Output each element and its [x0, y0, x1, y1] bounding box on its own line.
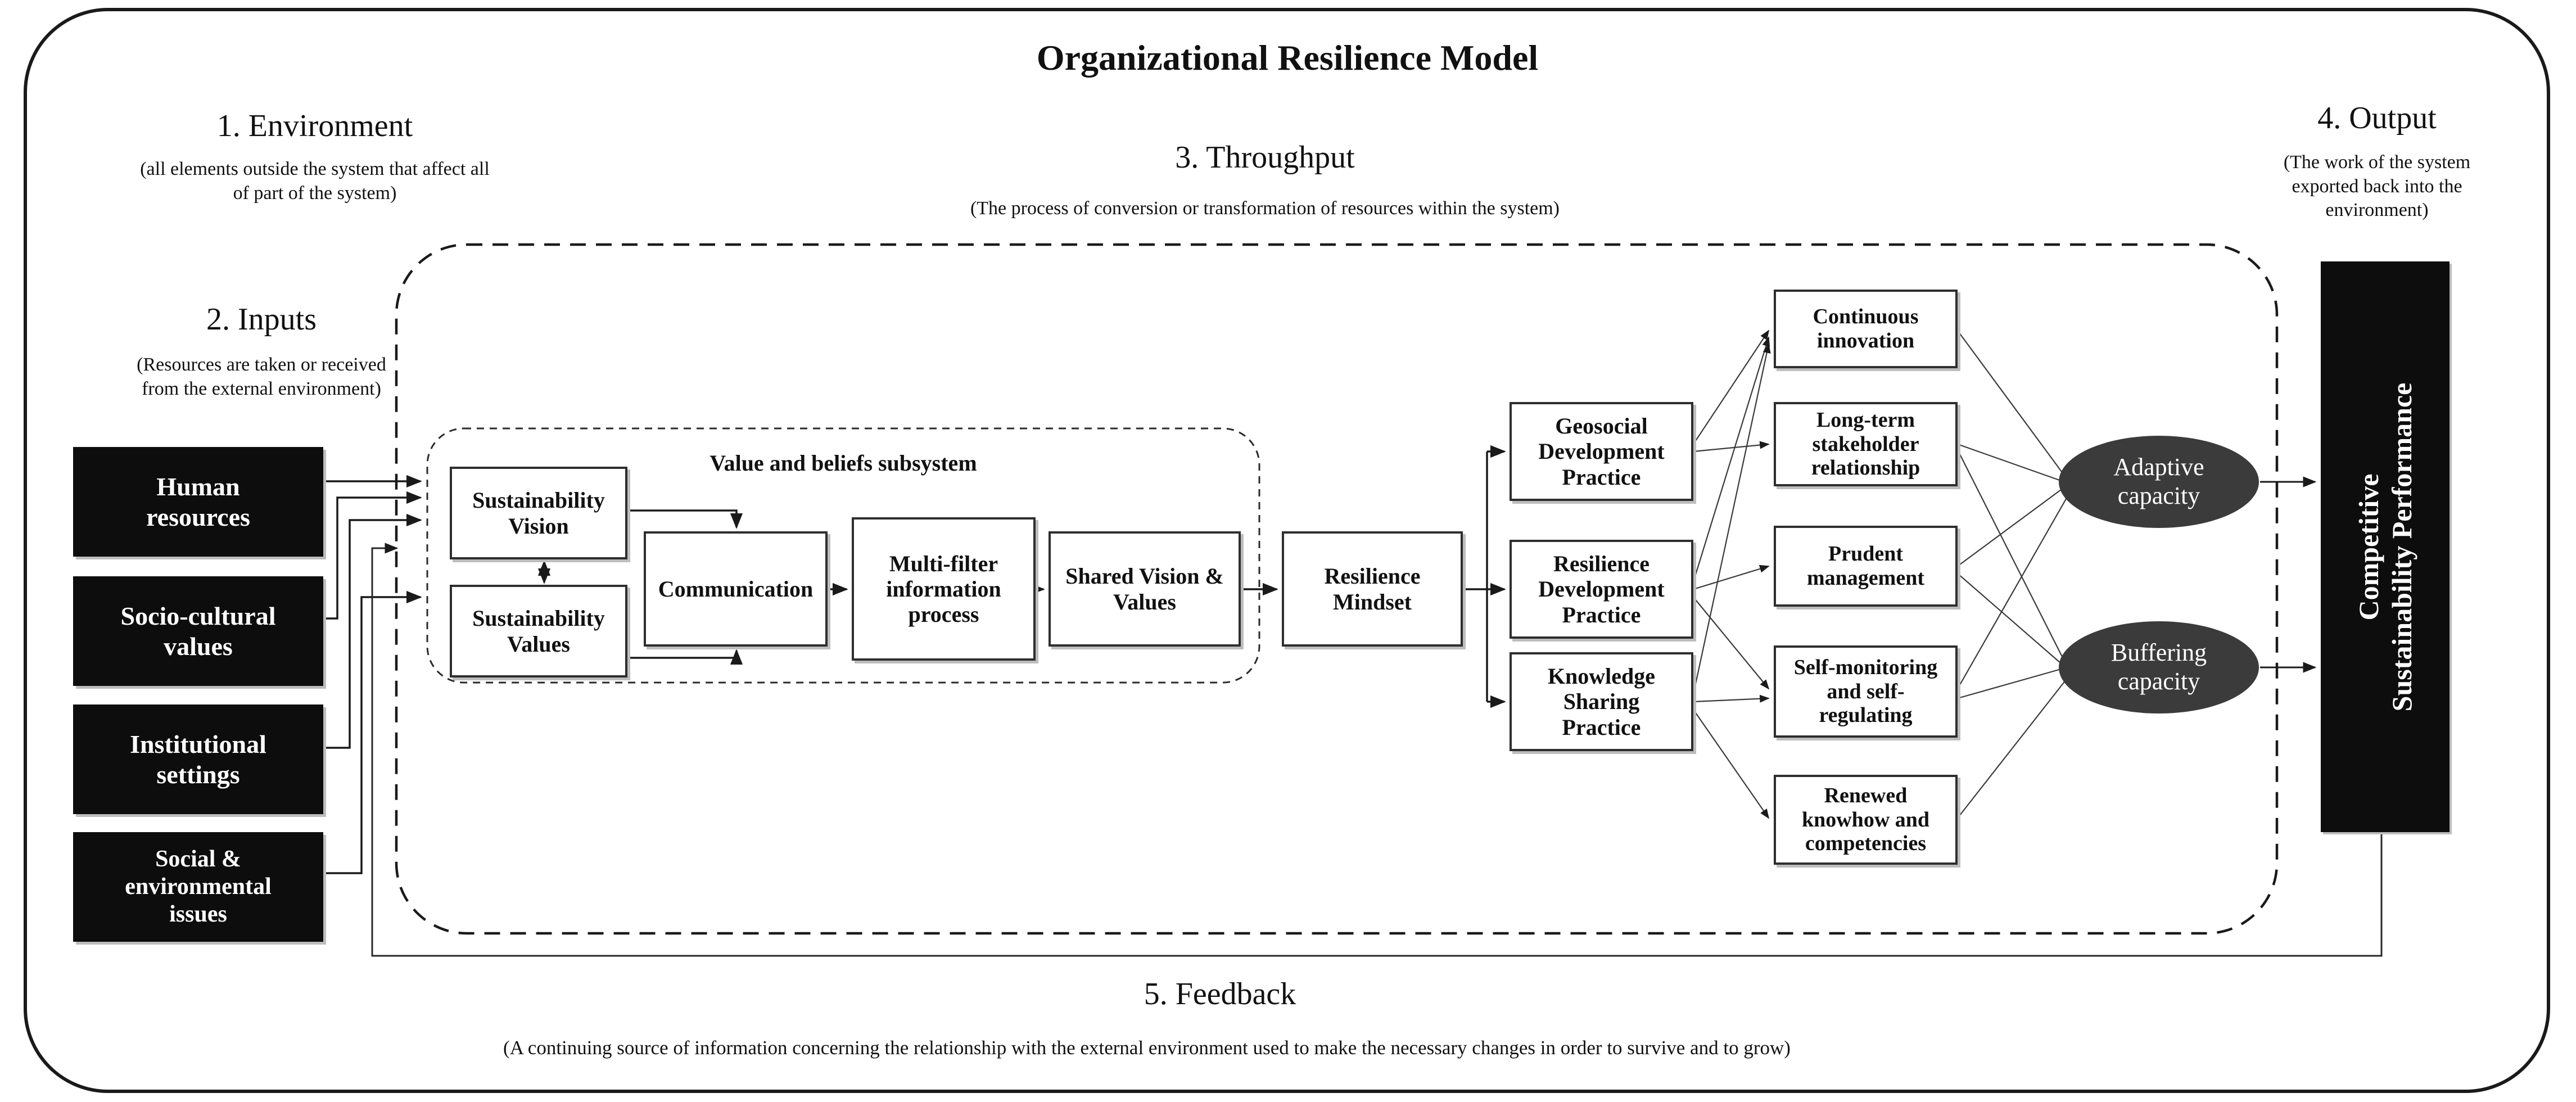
inputs-description: (Resources are taken or received from th… — [137, 354, 386, 399]
input-box-label: Socio-cultural values — [120, 602, 276, 661]
throughput-boundary — [395, 243, 2279, 935]
node-continuous-innovation: Continuous innovation — [1774, 290, 1958, 368]
inputs-heading: 2. Inputs — [206, 302, 317, 337]
input-arrows — [323, 475, 422, 874]
node-multi-filter-information-process: Multi-filter information process — [852, 517, 1036, 661]
node-resilience-mindset: Resilience Mindset — [1282, 531, 1463, 647]
input-box-institutional-settings: Institutional settings — [73, 704, 323, 814]
feedback-loop-line — [371, 543, 2383, 957]
practice-outcome-links — [1692, 329, 1771, 819]
throughput-heading: 3. Throughput — [1175, 140, 1355, 175]
output-description: (The work of the system exported back in… — [2283, 152, 2471, 220]
node-long-term-stakeholder-relationship: Long-term stakeholder relationship — [1774, 402, 1958, 486]
node-self-monitoring-self-regulating: Self-monitoring and self-regulating — [1774, 645, 1958, 738]
input-box-socio-cultural-values: Socio-cultural values — [73, 576, 323, 686]
environment-heading: 1. Environment — [216, 109, 413, 143]
output-heading: 4. Output — [2317, 101, 2437, 136]
node-sustainability-vision: Sustainability Vision — [450, 467, 627, 559]
node-prudent-management: Prudent management — [1774, 526, 1958, 607]
input-box-social-environmental-issues: Social & environmental issues — [73, 832, 323, 942]
throughput-description: (The process of conversion or transforma… — [970, 198, 1560, 219]
feedback-description: (A continuing source of information conc… — [503, 1037, 1791, 1059]
subsystem-label: Value and beliefs subsystem — [709, 450, 977, 476]
outer-rounded-border — [24, 8, 2550, 1093]
node-shared-vision-values: Shared Vision & Values — [1049, 531, 1241, 647]
environment-description: (all elements outside the system that af… — [140, 159, 490, 204]
capacity-output-arrows — [2260, 476, 2317, 673]
node-competitive-sustainability-performance: Competitive Sustainability Performance — [2321, 261, 2450, 832]
input-box-human-resources: Human resources — [73, 447, 323, 557]
node-knowledge-sharing-practice: Knowledge Sharing Practice — [1510, 652, 1693, 751]
value-beliefs-subsystem-boundary — [426, 427, 1260, 684]
output-box-label: Competitive Sustainability Performance — [2352, 382, 2417, 711]
node-adaptive-capacity: Adaptive capacity — [2059, 436, 2259, 528]
main-chain-arrows — [1241, 445, 1506, 708]
figure-title: Organizational Resilience Model — [1036, 38, 1539, 78]
subsystem-arrows — [537, 509, 1045, 665]
input-box-label: Social & environmental issues — [125, 846, 272, 927]
outcome-capacity-links — [1957, 330, 2068, 819]
node-communication: Communication — [644, 531, 828, 647]
node-resilience-development-practice: Resilience Development Practice — [1510, 540, 1693, 639]
node-renewed-knowhow-competencies: Renewed knowhow and competencies — [1774, 775, 1958, 865]
node-geosocial-development-practice: Geosocial Development Practice — [1510, 402, 1693, 501]
feedback-heading: 5. Feedback — [1144, 977, 1296, 1011]
node-buffering-capacity: Buffering capacity — [2059, 621, 2259, 713]
input-box-label: Human resources — [146, 472, 250, 531]
input-box-label: Institutional settings — [130, 730, 266, 789]
node-sustainability-values: Sustainability Values — [450, 585, 627, 678]
